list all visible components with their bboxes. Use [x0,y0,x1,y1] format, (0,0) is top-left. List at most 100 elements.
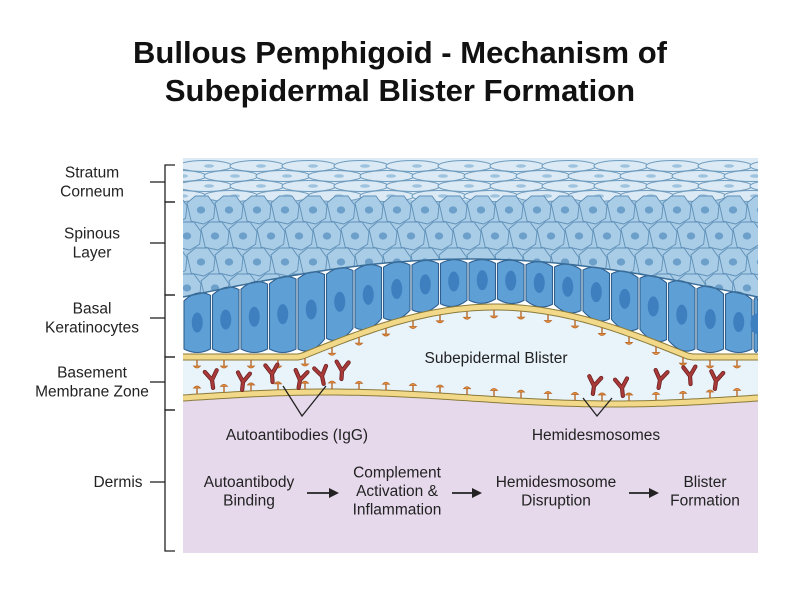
layer-label-line: Spinous [64,226,120,243]
spinous-nucleus [700,206,710,214]
spinous-nucleus [602,232,612,240]
corneum-nucleus [516,164,526,168]
spinous-nucleus [420,206,430,214]
corneum-cell [749,180,758,192]
basal-nucleus [220,309,232,330]
igg-antibody [263,362,280,385]
basal-nucleus [448,271,460,292]
hemidesmosome [408,383,418,386]
spinous-nucleus [490,232,500,240]
hemidesmosome [651,391,661,395]
spinous-cell [761,222,789,250]
hemidesmosome [705,389,715,393]
hemidesmosome [624,392,634,396]
corneum-nucleus [490,194,500,198]
basal-nucleus [505,270,517,291]
upper-membrane [183,303,758,361]
corneum-nucleus [360,184,370,188]
corneum-nucleus [490,174,500,178]
corneum-nucleus [152,184,162,188]
flow-arrow-head [472,488,482,498]
basal-nucleus [334,291,346,312]
basal-nucleus [590,282,602,303]
corneum-nucleus [256,184,266,188]
spinous-nucleus [616,258,626,266]
spinous-nucleus [742,232,752,240]
hemidesmosome [543,320,553,323]
igg-antibody [334,359,351,382]
corneum-nucleus [724,164,734,168]
corneum-nucleus [646,174,656,178]
basal-nucleus [750,313,758,334]
hemidesmosome [219,384,229,387]
spinous-nucleus [183,232,192,240]
hemidesmosome [489,388,499,391]
spinous-nucleus [742,284,752,292]
spinous-nucleus [392,206,402,214]
spinous-nucleus [546,232,556,240]
antibody-body [613,377,629,398]
basal-nucleus [277,304,289,325]
antibody-body [203,368,218,390]
hemidesmosome [192,365,202,369]
corneum-nucleus [386,174,396,178]
spinous-nucleus [672,258,682,266]
spinous-cell [183,195,188,225]
basal-nucleus [562,276,574,297]
autoantibodies-label: Autoantibodies (IgG) [226,427,368,444]
hemidesmosome [624,342,634,345]
mechanism-step-line: Disruption [521,492,591,509]
spinous-nucleus [350,232,360,240]
spinous-nucleus [504,206,514,214]
basal-nucleus [676,304,688,325]
basal-nucleus [647,296,659,317]
mechanism-step-line: Binding [223,492,275,509]
hemidesmosome [516,389,526,393]
spinous-nucleus [322,232,332,240]
spinous-nucleus [771,284,779,291]
spinous-nucleus [252,258,262,266]
igg-antibody [709,369,726,392]
spinous-cell [746,247,758,277]
spinous-nucleus [644,206,654,214]
diagram-title: Bullous Pemphigoid - Mechanism of Subepi… [0,34,800,110]
spinous-nucleus [714,232,724,240]
spinous-nucleus [686,232,696,240]
spinous-nucleus [238,232,248,240]
basal-nucleus [248,306,260,327]
hemidesmosome [570,392,580,395]
igg-antibody [235,370,253,393]
corneum-nucleus [183,194,188,198]
spinous-nucleus [588,258,598,266]
mechanism-step-line: Hemidesmosome [496,474,617,491]
spinous-nucleus [196,206,206,214]
lower-membrane [183,388,758,408]
basal-nucleus [191,312,203,333]
antibody-body [264,363,279,384]
spinous-nucleus [364,206,374,214]
spinous-nucleus [518,232,528,240]
igg-antibody [612,376,630,399]
spinous-nucleus [728,206,738,214]
mechanism-step-line: Inflammation [353,502,442,519]
corneum-nucleus [568,164,578,168]
basal-nucleus [704,309,716,330]
spinous-nucleus [308,206,318,214]
corneum-nucleus [256,164,266,168]
igg-antibody [653,367,670,390]
corneum-nucleus [308,184,318,188]
corneum-nucleus [308,164,318,168]
hemidesmosome [489,315,499,319]
hemidesmosome-pointer [582,397,613,418]
spinous-nucleus [196,258,206,266]
layer-label-line: Keratinocytes [45,320,139,337]
title-line-2: Subepidermal Blister Formation [164,73,636,108]
hemidesmosome [327,380,337,384]
corneum-nucleus [282,174,292,178]
